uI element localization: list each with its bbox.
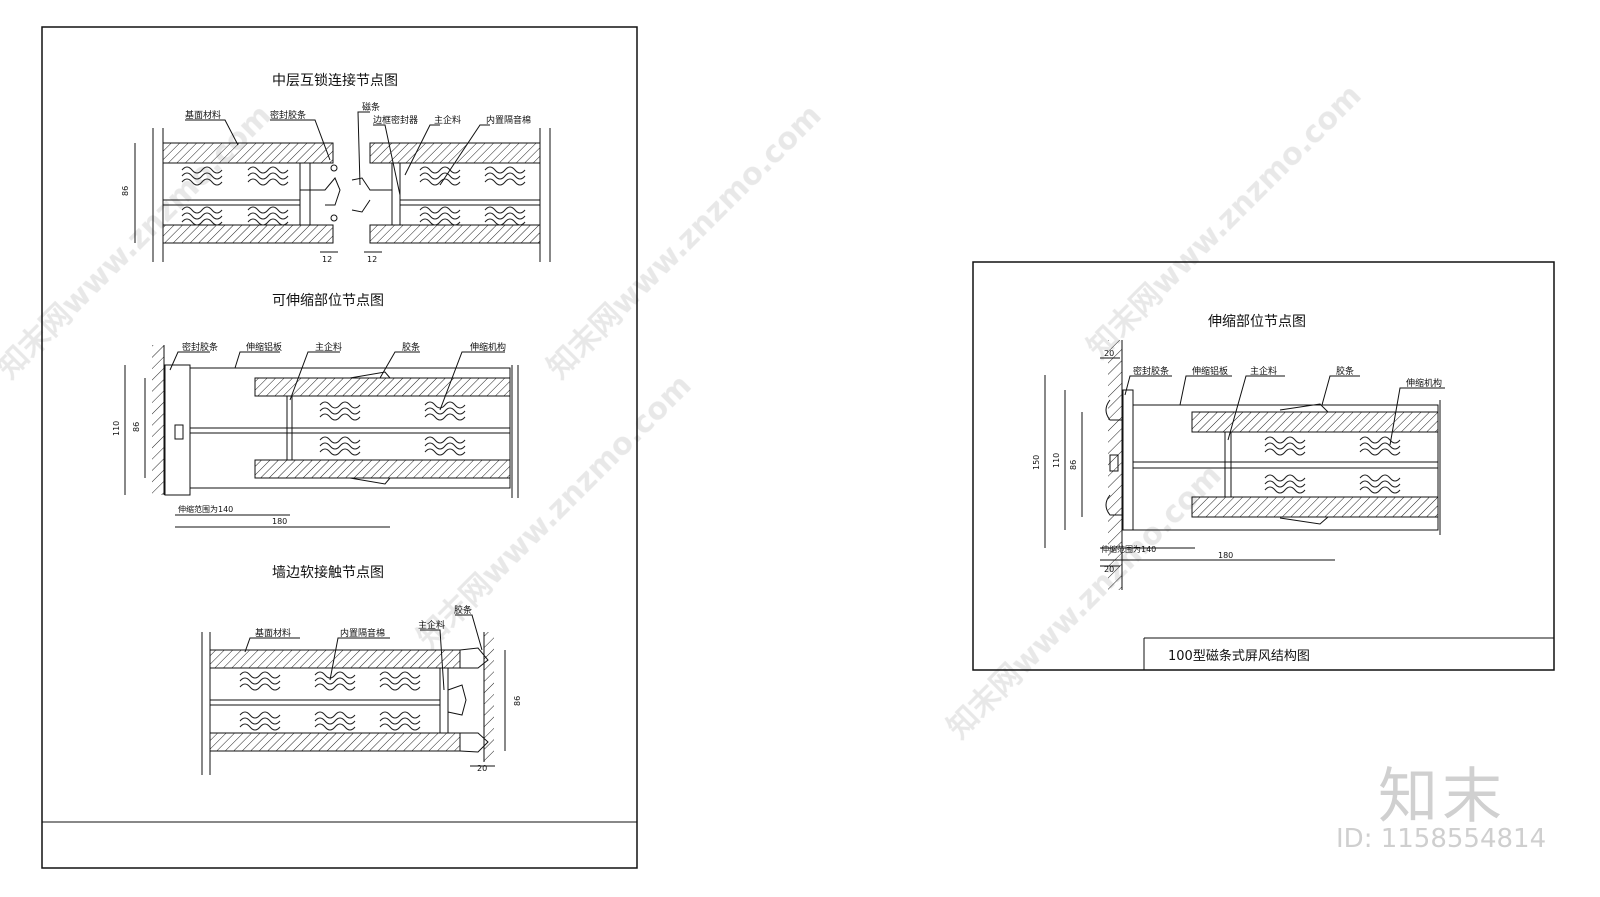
- dim-label: 180: [272, 517, 287, 526]
- view-title: 墙边软接触节点图: [272, 564, 384, 581]
- callout-label: 基面材料: [255, 627, 291, 639]
- callout-label: 主企料: [434, 114, 461, 126]
- callout-label: 磁条: [362, 101, 380, 113]
- watermark-text: 知末网www.znzmo.com: [541, 98, 829, 386]
- dim-label: 20: [1104, 565, 1114, 574]
- wall: [1108, 340, 1122, 590]
- dim-label: 86: [132, 422, 141, 432]
- dim-label: 150: [1032, 455, 1041, 470]
- brand-watermark: 知末: [1378, 762, 1506, 832]
- callout-label: 伸缩铝板: [246, 341, 282, 353]
- dim-label: 86: [1069, 460, 1078, 470]
- sheet-2: 100型磁条式屏风结构图 伸缩部位节点图 20 150 110 86 伸缩范围为…: [972, 261, 1555, 671]
- callout-label: 内置隔音棉: [486, 114, 531, 126]
- face-panel: [369, 224, 541, 244]
- dim-label: 12: [367, 255, 377, 264]
- callout-label: 内置隔音棉: [340, 627, 385, 639]
- watermark-layer: 知末网www.znzmo.com 知末网www.znzmo.com 知末网www…: [0, 78, 1369, 746]
- wall: [152, 345, 164, 495]
- callout-label: 主企料: [418, 619, 445, 631]
- dim-label: 伸缩范围为140: [1101, 544, 1156, 554]
- callout-label: 伸缩机构: [1406, 377, 1442, 389]
- dim-label: 110: [112, 421, 121, 436]
- view-title: 伸缩部位节点图: [1208, 314, 1306, 330]
- view-telescopic: 可伸缩部位节点图 110 86 伸缩范围为140 180: [112, 293, 519, 528]
- view-interlock: 中层互锁连接节点图 86: [121, 72, 551, 264]
- callout-label: 密封胶条: [1133, 365, 1169, 377]
- sheet-1-border: [41, 26, 638, 869]
- face-panel: [254, 459, 511, 479]
- callout-label: 胶条: [454, 604, 472, 616]
- face-panel: [254, 377, 511, 397]
- dim-label: 86: [513, 696, 522, 706]
- face-panel: [369, 142, 541, 164]
- watermark-text: 知末网www.znzmo.com: [941, 458, 1229, 746]
- drawing-title-block: 100型磁条式屏风结构图: [1168, 648, 1310, 664]
- face-panel: [162, 224, 334, 244]
- sheet-1: 中层互锁连接节点图 86: [41, 26, 638, 869]
- face-panel: [209, 649, 461, 669]
- callout-label: 胶条: [402, 341, 420, 353]
- dim-label: 110: [1052, 453, 1061, 468]
- view-title: 中层互锁连接节点图: [272, 72, 398, 89]
- callout-label: 伸缩铝板: [1192, 365, 1228, 377]
- dim-label: 伸缩范围为140: [178, 504, 233, 514]
- dim-label: 20: [1104, 349, 1114, 358]
- callout-label: 主企料: [1250, 365, 1277, 377]
- dim-label: 12: [322, 255, 332, 264]
- callout-label: 边框密封器: [373, 114, 418, 126]
- id-watermark: ID: 1158554814: [1336, 824, 1547, 854]
- view-wall-contact: 墙边软接触节点图 86 20 基面材料 内置隔音棉 主企料 胶: [201, 564, 522, 775]
- face-panel: [209, 732, 461, 752]
- dim-label: 20: [477, 764, 487, 773]
- callout-label: 伸缩机构: [470, 341, 506, 353]
- face-panel: [1191, 496, 1439, 518]
- dim-label: 180: [1218, 551, 1233, 560]
- callout-label: 主企料: [315, 341, 342, 353]
- callout-label: 密封胶条: [182, 341, 218, 353]
- face-panel: [1191, 411, 1439, 433]
- view-title: 可伸缩部位节点图: [272, 293, 384, 309]
- callout-label: 胶条: [1336, 365, 1354, 377]
- face-panel: [162, 142, 334, 164]
- dim-label: 86: [121, 186, 130, 196]
- callout-label: 密封胶条: [270, 109, 306, 121]
- sheet-2-border: [972, 261, 1555, 671]
- callout-label: 基面材料: [185, 109, 221, 121]
- wall: [484, 632, 494, 762]
